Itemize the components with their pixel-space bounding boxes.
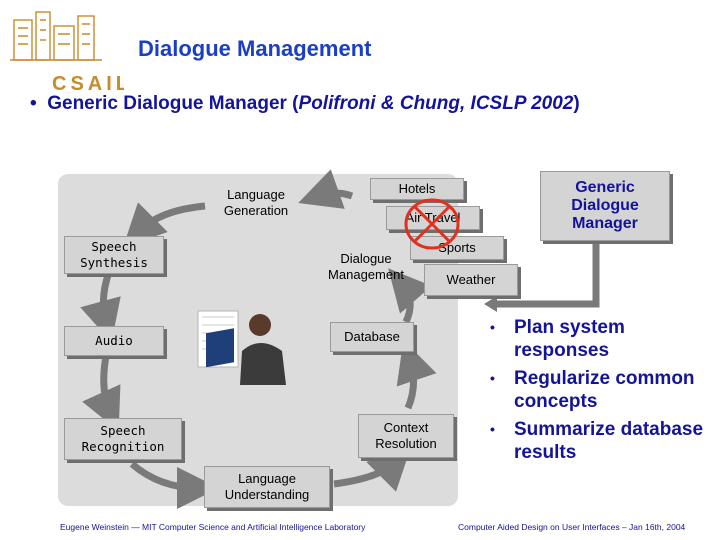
bullet-dot: • (490, 370, 495, 386)
logo-text: CSAIL (52, 73, 124, 95)
arrow-database-to-dm (388, 268, 432, 324)
speech-synthesis-box: Speech Synthesis (64, 236, 164, 274)
generic-dialogue-manager-box: Generic Dialogue Manager (540, 171, 670, 241)
audio-box: Audio (64, 326, 164, 356)
subtitle-main: Generic Dialogue Manager ( (47, 93, 299, 114)
subtitle: • Generic Dialogue Manager (Polifroni & … (30, 93, 580, 115)
arrow-recognition-to-understanding (129, 461, 219, 509)
footer-left: Eugene Weinstein — MIT Computer Science … (60, 522, 366, 532)
bullet-text: Plan system responses (514, 317, 625, 361)
hotels-box: Hotels (370, 178, 464, 200)
subtitle-bullet: • (30, 93, 37, 114)
user-at-computer-icon (197, 310, 286, 385)
arrow-context-to-database (396, 340, 437, 410)
bullet-item: • Plan system responses (486, 316, 716, 362)
bullet-dot: • (490, 421, 495, 437)
dialogue-management-box: Dialogue Management (328, 251, 404, 282)
speech-recognition-box: Speech Recognition (64, 418, 182, 460)
language-understanding-box: Language Understanding (204, 466, 330, 508)
arrow-understanding-to-context (333, 447, 411, 492)
gdm-connector (496, 244, 600, 308)
subtitle-citation: Polifroni & Chung, ICSLP 2002 (298, 93, 574, 114)
bullet-dot: • (490, 319, 495, 335)
csail-logo: CSAIL (6, 4, 128, 96)
database-box: Database (330, 322, 414, 352)
user-photo (196, 305, 288, 385)
arrow-synthesis-to-audio (80, 273, 121, 343)
arrow-generation-to-synthesis (123, 202, 206, 247)
bullet-text: Regularize common concepts (514, 368, 695, 412)
weather-box: Weather (424, 264, 518, 296)
bullet-item: • Summarize database results (486, 418, 716, 464)
language-generation-box: Language Generation (223, 187, 289, 218)
page-title: Dialogue Management (138, 36, 372, 61)
subtitle-close: ) (573, 93, 580, 114)
arrow-audio-to-recognition (82, 355, 121, 432)
context-resolution-box: Context Resolution (358, 414, 454, 458)
gdm-connector-head (484, 296, 497, 312)
bullet-text: Summarize database results (514, 419, 704, 463)
bullet-item: • Regularize common concepts (486, 367, 716, 413)
cross-icon (404, 198, 460, 250)
footer-right: Computer Aided Design on User Interfaces… (458, 522, 686, 532)
bullet-list: • Plan system responses • Regularize com… (486, 316, 716, 469)
arrow-dm-to-generation (298, 169, 354, 209)
csail-logo-graphic: CSAIL (10, 11, 128, 95)
